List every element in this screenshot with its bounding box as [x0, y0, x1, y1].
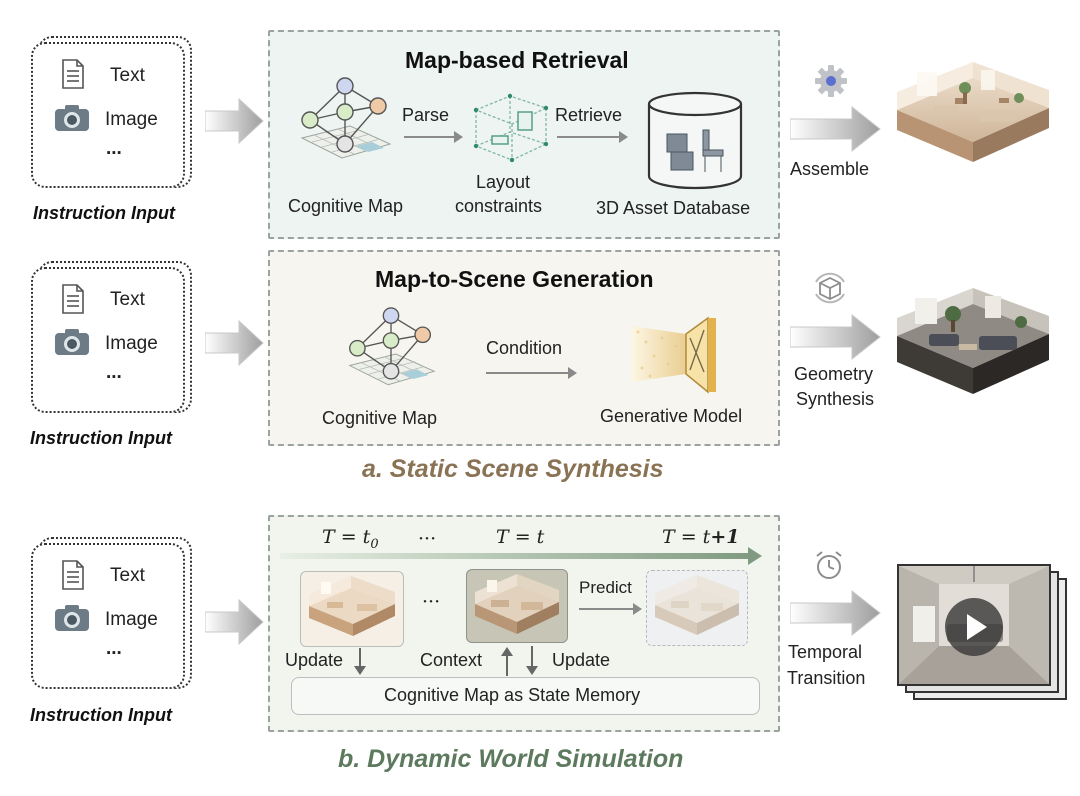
- frame-t0-room: [309, 576, 395, 636]
- retrieve-label: Retrieve: [555, 105, 623, 125]
- context-label: Context: [420, 650, 483, 670]
- instruction-input-caption: Instruction Input: [33, 203, 175, 223]
- layout-label-line2: constraints: [455, 196, 543, 216]
- text-label: Text: [110, 289, 145, 310]
- condition-arrow: [486, 367, 577, 379]
- image-label: Image: [105, 609, 158, 630]
- cognitive-map-label-2: Cognitive Map: [322, 408, 438, 428]
- more-ellipsis: ...: [106, 362, 122, 383]
- document-icon: [62, 59, 84, 89]
- instruction-input-caption: Instruction Input: [30, 428, 172, 448]
- temporal-label-line1: Temporal: [788, 642, 863, 662]
- section-a-label: a. Static Scene Synthesis: [362, 455, 664, 483]
- retrieval-title: Map-based Retrieval: [405, 47, 629, 73]
- document-icon: [62, 560, 84, 590]
- parse-label: Parse: [402, 105, 450, 125]
- input-arrow-2: [205, 319, 264, 367]
- predict-label: Predict: [579, 578, 632, 597]
- document-icon: [62, 284, 84, 314]
- video-frame: [897, 564, 1051, 686]
- input-arrow-3: [205, 598, 264, 646]
- camera-icon: [55, 605, 89, 631]
- timeline-arrow: [280, 547, 762, 565]
- temporal-label-line2: Transition: [787, 668, 866, 688]
- database-label: 3D Asset Database: [596, 198, 751, 218]
- input-arrow-1: [205, 97, 264, 145]
- generative-model-graphic: [632, 316, 716, 394]
- image-label: Image: [105, 333, 158, 354]
- geometry-label-line1: Geometry: [794, 364, 874, 384]
- more-ellipsis: ...: [106, 138, 122, 159]
- cognitive-map-graphic: [348, 307, 436, 386]
- text-label: Text: [110, 65, 145, 86]
- geometry-cube-icon: [815, 272, 845, 304]
- instruction-input-caption: Instruction Input: [30, 705, 172, 725]
- time-t0-subscript: 0: [370, 536, 379, 552]
- time-t-next: T = t+1: [662, 526, 740, 548]
- frame-t-room: [475, 574, 559, 634]
- state-memory-label: Cognitive Map as State Memory: [384, 685, 641, 705]
- time-plus-one: +1: [710, 526, 740, 548]
- geometry-label-line2: Synthesis: [796, 389, 875, 409]
- update-right-label: Update: [552, 650, 611, 670]
- cognitive-map-graphic: [300, 77, 392, 159]
- camera-icon: [55, 105, 89, 131]
- layout-label-line1: Layout: [476, 172, 531, 192]
- condition-label: Condition: [486, 338, 563, 358]
- gear-icon: [815, 65, 847, 97]
- database-icon: [647, 91, 743, 190]
- play-button[interactable]: [943, 596, 1005, 658]
- update-left-label: Update: [285, 650, 344, 670]
- frame-next-image: [646, 570, 748, 646]
- camera-icon: [55, 329, 89, 355]
- assembled-room-image: [897, 62, 1049, 162]
- card-front-3: [31, 543, 185, 689]
- synthesized-room-image: [897, 288, 1049, 394]
- retrieve-arrow: [557, 131, 628, 143]
- layout-constraints-graphic: [473, 93, 549, 163]
- text-label: Text: [110, 565, 145, 586]
- time-t0: T = t0: [322, 526, 379, 552]
- more-ellipsis: ...: [106, 638, 122, 659]
- state-memory-box: [291, 677, 760, 715]
- geometry-arrow: [790, 313, 881, 361]
- cognitive-map-label-1: Cognitive Map: [288, 196, 404, 216]
- section-b-label: b. Dynamic World Simulation: [338, 745, 684, 773]
- time-t: T = t: [496, 526, 545, 548]
- parse-arrow: [404, 131, 463, 143]
- generation-title: Map-to-Scene Generation: [375, 266, 654, 292]
- frame-t-image: [466, 569, 568, 643]
- frame-next-room: [655, 575, 739, 635]
- image-label: Image: [105, 109, 158, 130]
- temporal-arrow: [790, 589, 881, 637]
- update-right-arrow: [526, 646, 538, 675]
- frame-ellipsis: ···: [422, 591, 441, 613]
- assemble-arrow: [790, 105, 881, 153]
- update-left-arrow: [354, 648, 366, 675]
- generative-model-label: Generative Model: [600, 406, 743, 426]
- predict-arrow: [579, 603, 642, 615]
- alarm-clock-icon: [816, 551, 842, 579]
- time-ellipsis-1: ···: [418, 528, 437, 550]
- frame-t0-image: [300, 571, 404, 647]
- assemble-label: Assemble: [790, 159, 870, 179]
- context-arrow: [501, 647, 513, 676]
